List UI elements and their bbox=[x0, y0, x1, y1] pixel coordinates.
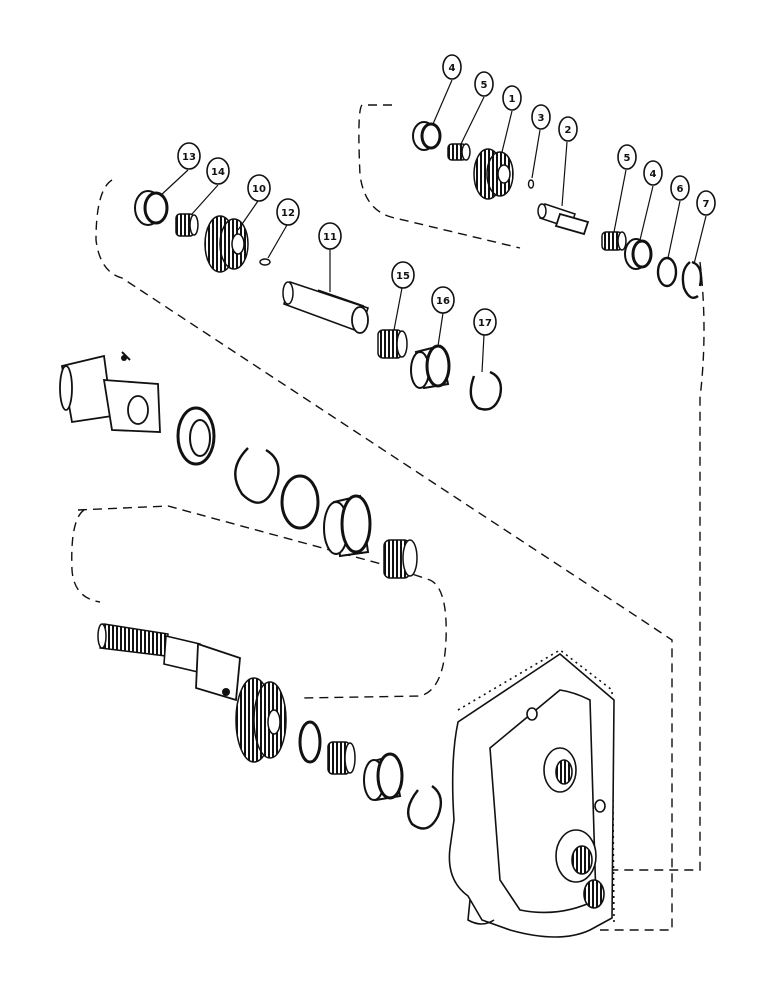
callout-10: 10 bbox=[237, 174, 271, 231]
bearing-cup-lower bbox=[323, 494, 372, 558]
gearbox-housing bbox=[448, 652, 615, 938]
guide-line-upper bbox=[358, 104, 521, 249]
cover-tube bbox=[59, 351, 161, 433]
snap-ring bbox=[681, 261, 699, 299]
svg-text:7: 7 bbox=[703, 199, 710, 210]
roller-bearing bbox=[447, 143, 471, 161]
svg-text:4: 4 bbox=[449, 63, 456, 74]
idler-shaft bbox=[537, 203, 590, 236]
guide-line-middle bbox=[95, 179, 673, 931]
svg-text:6: 6 bbox=[677, 184, 684, 195]
shim bbox=[656, 256, 678, 288]
callout-4-right: 4 bbox=[639, 160, 663, 241]
woodruff-key-middle bbox=[259, 258, 271, 266]
gear bbox=[473, 148, 514, 200]
svg-text:15: 15 bbox=[396, 271, 410, 282]
shim-ring bbox=[280, 474, 320, 530]
callout-11: 11 bbox=[318, 222, 342, 292]
guide-line-lower-left bbox=[71, 509, 101, 603]
bearing-cup bbox=[412, 121, 442, 151]
svg-text:2: 2 bbox=[565, 125, 572, 136]
roller-bearing-right bbox=[601, 231, 627, 251]
svg-text:10: 10 bbox=[252, 184, 266, 195]
svg-text:11: 11 bbox=[323, 232, 337, 243]
callout-4: 4 bbox=[432, 54, 462, 125]
bearing-cup-large bbox=[410, 344, 451, 390]
taper-bearing-output bbox=[327, 741, 356, 775]
gear-middle bbox=[204, 215, 249, 273]
callout-5: 5 bbox=[459, 71, 494, 147]
svg-text:17: 17 bbox=[478, 318, 492, 329]
svg-text:5: 5 bbox=[481, 80, 488, 91]
snap-ring-output bbox=[406, 785, 443, 830]
woodruff-key bbox=[527, 179, 535, 189]
countershaft bbox=[282, 280, 370, 334]
svg-text:14: 14 bbox=[211, 167, 225, 178]
callout-13: 13 bbox=[159, 142, 201, 197]
callout-1: 1 bbox=[501, 85, 522, 153]
guide-line-upper-right bbox=[612, 261, 705, 871]
callout-7: 7 bbox=[693, 190, 716, 265]
callout-2: 2 bbox=[558, 116, 578, 207]
svg-text:16: 16 bbox=[436, 296, 450, 307]
callout-17: 17 bbox=[473, 308, 497, 373]
svg-text:1: 1 bbox=[509, 94, 516, 105]
output-gear bbox=[235, 677, 287, 763]
snap-ring-middle bbox=[469, 370, 503, 411]
bearing-cup-middle bbox=[134, 190, 169, 226]
callout-12: 12 bbox=[267, 198, 300, 259]
spacer-ring bbox=[298, 720, 322, 764]
taper-bearing-lower bbox=[383, 539, 418, 579]
taper-bearing bbox=[377, 329, 408, 359]
callout-16: 16 bbox=[431, 286, 455, 347]
callout-14: 14 bbox=[191, 157, 230, 215]
output-shaft bbox=[97, 623, 241, 702]
svg-text:3: 3 bbox=[538, 113, 545, 124]
svg-text:13: 13 bbox=[182, 152, 196, 163]
roller-bearing-middle bbox=[175, 213, 199, 237]
callout-6: 6 bbox=[667, 175, 690, 259]
bearing-cup-right bbox=[624, 238, 653, 270]
snap-ring-large bbox=[234, 447, 280, 504]
svg-text:5: 5 bbox=[624, 153, 631, 164]
guide-line-lower bbox=[77, 505, 447, 699]
svg-text:4: 4 bbox=[650, 169, 657, 180]
svg-text:12: 12 bbox=[281, 208, 295, 219]
oil-seal bbox=[176, 406, 216, 466]
bearing-cup-output bbox=[363, 752, 404, 802]
callout-15: 15 bbox=[391, 261, 415, 331]
callout-5-right: 5 bbox=[613, 144, 637, 233]
callout-3: 3 bbox=[531, 104, 551, 179]
